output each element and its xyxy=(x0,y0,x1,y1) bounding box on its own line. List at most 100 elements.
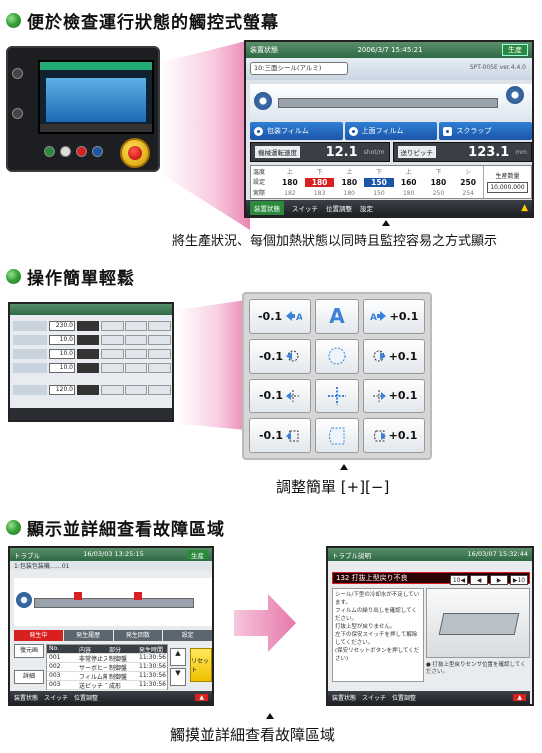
footer-position-button[interactable]: 位置調整 xyxy=(392,695,417,702)
temp-value[interactable]: 180 xyxy=(430,178,447,188)
table-row[interactable]: 003 フィルム無しセンサ異常 制御盤 11:30:56 xyxy=(47,672,167,681)
scroll-down-icon[interactable]: ▼ xyxy=(170,668,186,686)
screen-header: トラブル 16/03/03 13:25:15 生産 xyxy=(10,548,212,561)
detail-button[interactable]: 詳細 xyxy=(14,670,44,684)
screen-datetime: 16/03/03 13:25:15 xyxy=(83,550,144,558)
arrow-right-A-icon: A xyxy=(370,311,386,322)
plus-button[interactable]: +0.1 xyxy=(363,338,425,374)
scroll-up-icon[interactable]: ▲ xyxy=(170,648,186,666)
fault-marker[interactable] xyxy=(74,592,82,600)
pointer-arrow-icon xyxy=(382,220,390,226)
emergency-stop-icon xyxy=(120,138,150,168)
setting-row: 10.0 xyxy=(13,362,172,374)
prev-button[interactable]: ◀ xyxy=(470,575,488,585)
restore-button[interactable]: 復元画 xyxy=(14,644,44,658)
screen-datetime: 16/03/07 15:32:44 xyxy=(467,550,528,558)
footer-position-button[interactable]: 位置調整 xyxy=(326,205,352,213)
plus-button[interactable]: +0.1 xyxy=(363,418,425,453)
temp-value[interactable]: 160 xyxy=(400,178,417,188)
film-roll-icon xyxy=(16,592,32,608)
tab-scrap[interactable]: スクラップ xyxy=(439,122,533,140)
screen-title: トラブル xyxy=(14,552,40,560)
reset-button[interactable]: リセット xyxy=(190,648,212,682)
minus-button[interactable]: -0.1 xyxy=(249,378,311,414)
disc-icon xyxy=(348,126,358,136)
tab-history[interactable]: 発生履歴 xyxy=(63,630,113,641)
table-row[interactable]: 003 送ピッチ 下限値 成形 11:30:56 xyxy=(47,681,167,690)
screen-footer: 装置状態 スイッチ 位置調整 設定 ▲ xyxy=(246,200,532,216)
setting-row: 10.0 xyxy=(13,334,172,346)
forward-10-button[interactable]: ▶10 xyxy=(510,575,528,585)
stop-button-icon xyxy=(76,146,87,157)
cross-right-icon xyxy=(372,389,386,402)
plus-button[interactable]: A+0.1 xyxy=(363,299,425,334)
pointer-arrow-icon xyxy=(340,464,348,470)
tab-occurring[interactable]: 発生中 xyxy=(14,630,63,641)
hmi-device-photo xyxy=(6,46,160,172)
scrap-icon xyxy=(443,126,453,136)
cross-left-icon xyxy=(286,389,300,402)
temp-value[interactable]: 250 xyxy=(460,178,476,188)
temp-value[interactable]: 180 xyxy=(341,178,358,188)
rotate-left-icon xyxy=(286,350,299,362)
setting-row: 120.0 xyxy=(13,384,172,396)
pitch-counter: 送りピッチ 123.1 mm xyxy=(392,142,532,162)
warning-icon[interactable]: ▲ xyxy=(513,694,526,701)
film-roll-icon xyxy=(254,92,272,110)
footer-position-button[interactable]: 位置調整 xyxy=(74,695,99,702)
pattern-select[interactable]: 10:三面シール(アルミ) xyxy=(250,62,348,75)
svg-text:A: A xyxy=(296,313,302,322)
temp-value[interactable]: 180 xyxy=(282,178,298,188)
warning-icon[interactable]: ▲ xyxy=(521,203,528,213)
warning-icon[interactable]: ▲ xyxy=(195,694,208,701)
trouble-table: No. 内容 部分 発生時間 001 非常停止スイッチ 制御盤 11:30:56… xyxy=(46,644,168,690)
produce-button[interactable]: 生産 xyxy=(186,550,208,560)
target-A-icon: A xyxy=(315,299,359,334)
shape-right-icon xyxy=(373,430,386,442)
screen-header: トラブル説明 16/03/07 15:32:44 xyxy=(328,548,532,561)
speed-counter: 機械運転速度 12.1 shot/m xyxy=(250,142,390,162)
plus-button[interactable]: +0.1 xyxy=(363,378,425,414)
footer-settings-button[interactable]: 設定 xyxy=(360,205,373,213)
scroll-buttons: ▲ ▼ xyxy=(170,648,186,686)
section1-heading: 便於檢查運行狀態的觸控式螢幕 xyxy=(6,8,279,33)
zoom-glow xyxy=(176,300,246,430)
start-button-icon xyxy=(44,146,55,157)
back-10-button[interactable]: 10◀ xyxy=(450,575,468,585)
section1-caption: 將生產狀況、每個加熱狀態以同時且監控容易之方式顯示 xyxy=(172,234,498,249)
next-button[interactable]: ▶ xyxy=(490,575,508,585)
temp-value[interactable]: 180 xyxy=(304,178,335,188)
target-circle-icon xyxy=(315,338,359,374)
rotate-right-icon xyxy=(373,350,386,362)
minus-button[interactable]: -0.1 xyxy=(249,338,311,374)
temp-value[interactable]: 150 xyxy=(364,178,394,188)
footer-switch-button[interactable]: スイッチ xyxy=(362,695,387,702)
status-screen: 装置状態 2006/3/7 15:45:21 生産 10:三面シール(アルミ) … xyxy=(244,40,534,218)
device-screen xyxy=(38,60,154,134)
target-cross-icon xyxy=(315,378,359,414)
section2-caption: 調整簡單 [+][−] xyxy=(276,478,390,496)
screen-subtitle: 1:包装包装機……01 xyxy=(10,561,212,570)
footer-status-button[interactable]: 装置状態 xyxy=(14,695,39,702)
error-note: ● 打抜上型戻りセンサ位置を確認してください。 xyxy=(426,662,526,675)
footer-switch-button[interactable]: スイッチ xyxy=(44,695,69,702)
section3-caption: 觸摸並詳細查看故障區域 xyxy=(170,726,336,744)
footer-switch-button[interactable]: スイッチ xyxy=(292,205,318,213)
table-row[interactable]: 002 サーボヒーター異常 制御盤 11:30:56 xyxy=(47,663,167,672)
fault-marker[interactable] xyxy=(134,592,142,600)
produce-button[interactable]: 生産 xyxy=(501,44,528,56)
shape-left-icon xyxy=(286,430,299,442)
footer-status-button[interactable]: 装置状態 xyxy=(332,695,357,702)
tab-settings[interactable]: 設定 xyxy=(163,630,212,641)
tab-count[interactable]: 発生回数 xyxy=(113,630,163,641)
section3-title: 顯示並詳細查看故障區域 xyxy=(27,520,225,540)
tab-top-film[interactable]: 上面フィルム xyxy=(344,122,438,140)
green-bullet-icon xyxy=(6,520,21,535)
tab-wrap-film[interactable]: 包装フィルム xyxy=(250,122,343,140)
footer-status-button[interactable]: 装置状態 xyxy=(250,201,284,215)
disc-icon xyxy=(254,126,263,136)
table-row[interactable]: 001 非常停止スイッチ 制御盤 11:30:56 xyxy=(47,654,167,663)
device-key-icon xyxy=(12,68,23,79)
minus-button[interactable]: -0.1 xyxy=(249,418,311,453)
